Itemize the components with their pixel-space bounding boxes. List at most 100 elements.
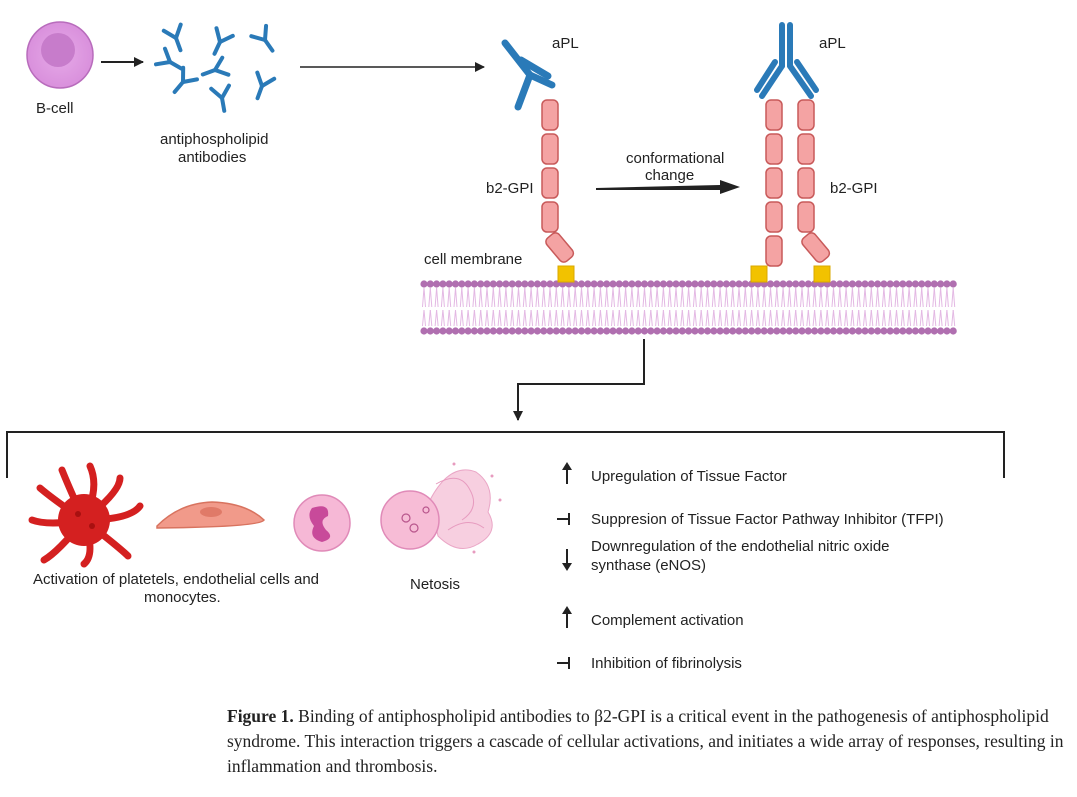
lipid-head — [836, 327, 844, 335]
b2gpi-left-label: b2-GPI — [486, 180, 534, 197]
lipid-head — [596, 327, 605, 335]
lipid-head — [603, 280, 611, 288]
lipid-head — [609, 327, 617, 335]
b2gpi-left-icon — [541, 99, 575, 263]
lipid-head — [634, 327, 642, 335]
endothelial-cell-icon — [156, 501, 265, 529]
lipid-head — [540, 327, 548, 335]
b2gpi-domain — [765, 201, 783, 233]
lipid-head — [496, 327, 504, 335]
lipid-head — [470, 280, 478, 288]
anchor-right-b — [813, 265, 831, 283]
b-cell-label: B-cell — [36, 100, 74, 117]
lipid-head — [798, 327, 806, 335]
antibody-icon — [161, 22, 183, 53]
lipid-head — [451, 327, 460, 335]
lipid-head — [804, 327, 812, 335]
lipid-head — [899, 280, 907, 288]
lipid-head — [785, 327, 794, 335]
caption-text: Binding of antiphospholipid antibodies t… — [227, 706, 1064, 776]
lipid-head — [703, 327, 712, 335]
b2gpi-domain — [797, 201, 815, 233]
lipid-head — [514, 280, 523, 288]
lipid-head — [685, 280, 693, 288]
lipid-head — [508, 327, 516, 335]
lipid-head — [905, 327, 913, 335]
lipid-head — [754, 327, 762, 335]
effect-text: Upregulation of Tissue Factor — [591, 468, 787, 485]
lipid-head — [439, 280, 447, 288]
b2gpi-domain — [765, 133, 783, 165]
lipid-head — [420, 327, 428, 335]
lipid-head — [729, 280, 737, 288]
lipid-head — [445, 327, 453, 335]
apl-right-label: aPL — [819, 35, 846, 52]
lipid-head — [659, 280, 668, 288]
b2gpi-domain — [765, 167, 783, 199]
figure-caption: Figure 1. Binding of antiphospholipid an… — [227, 704, 1067, 779]
lipid-head — [710, 280, 718, 288]
lipid-head — [552, 327, 560, 335]
lipid-head — [571, 327, 579, 335]
down-arrow-icon — [562, 549, 572, 571]
up-arrow-icon — [562, 462, 572, 484]
apl-left-icon — [501, 39, 556, 111]
cell-membrane-label: cell membrane — [424, 251, 522, 268]
antibody-icon — [200, 55, 231, 77]
lipid-head — [773, 327, 781, 335]
lipid-head — [533, 327, 542, 335]
lipid-head — [647, 280, 655, 288]
lipid-head — [590, 327, 598, 335]
effect-item: Upregulation of Tissue Factor — [562, 462, 787, 485]
lipid-head — [489, 327, 497, 335]
lipid-head — [722, 280, 731, 288]
lipid-head — [647, 327, 655, 335]
conformational-change-arrow — [596, 180, 740, 194]
caption-label: Figure 1. — [227, 706, 294, 726]
antibody-icon — [255, 70, 277, 101]
lipid-head — [924, 280, 932, 288]
lipid-head — [666, 280, 674, 288]
b2gpi-domain — [797, 167, 815, 199]
lipid-head — [829, 327, 838, 335]
lipid-head — [628, 280, 636, 288]
lipid-head — [918, 327, 926, 335]
lipid-head — [697, 280, 705, 288]
conformational-label-line2: change — [645, 167, 694, 184]
lipid-head — [937, 280, 945, 288]
antibody-icon — [209, 83, 231, 113]
up-arrow-icon — [562, 606, 572, 628]
lipid-head — [943, 327, 951, 335]
lipid-head — [666, 327, 674, 335]
antibody-icon — [153, 46, 184, 71]
lipid-head — [622, 280, 630, 288]
lipid-head — [445, 280, 453, 288]
lipid-head — [880, 327, 888, 335]
lipid-head — [930, 327, 938, 335]
b2gpi-right-label: b2-GPI — [830, 180, 878, 197]
lipid-head — [773, 280, 781, 288]
lipid-head — [609, 280, 617, 288]
lipid-head — [628, 327, 636, 335]
lipid-head — [943, 280, 951, 288]
monocyte-icon — [293, 494, 351, 552]
lipid-head — [741, 327, 749, 335]
inhibit-icon — [557, 657, 570, 669]
lipid-head — [483, 280, 491, 288]
lipid-head — [458, 280, 466, 288]
lipid-head — [848, 327, 857, 335]
cell-membrane-bilayer — [420, 280, 957, 335]
lipid-head — [899, 327, 907, 335]
lipid-head — [779, 280, 787, 288]
antibody-cluster-icon — [153, 22, 277, 113]
effect-item: Inhibition of fibrinolysis — [557, 655, 742, 672]
b2gpi-domain — [765, 99, 783, 131]
aps-pathway-diagram: B-cell antiphospholipid antibodies aPL b… — [6, 21, 1005, 672]
lipid-head — [735, 280, 743, 288]
lipid-head — [426, 327, 434, 335]
lipid-head — [905, 280, 913, 288]
lipid-head — [937, 327, 945, 335]
effect-text: Downregulation of the endothelial nitric… — [591, 538, 890, 555]
b2gpi-right-chain-b-icon — [797, 99, 831, 263]
lipid-head — [508, 280, 516, 288]
